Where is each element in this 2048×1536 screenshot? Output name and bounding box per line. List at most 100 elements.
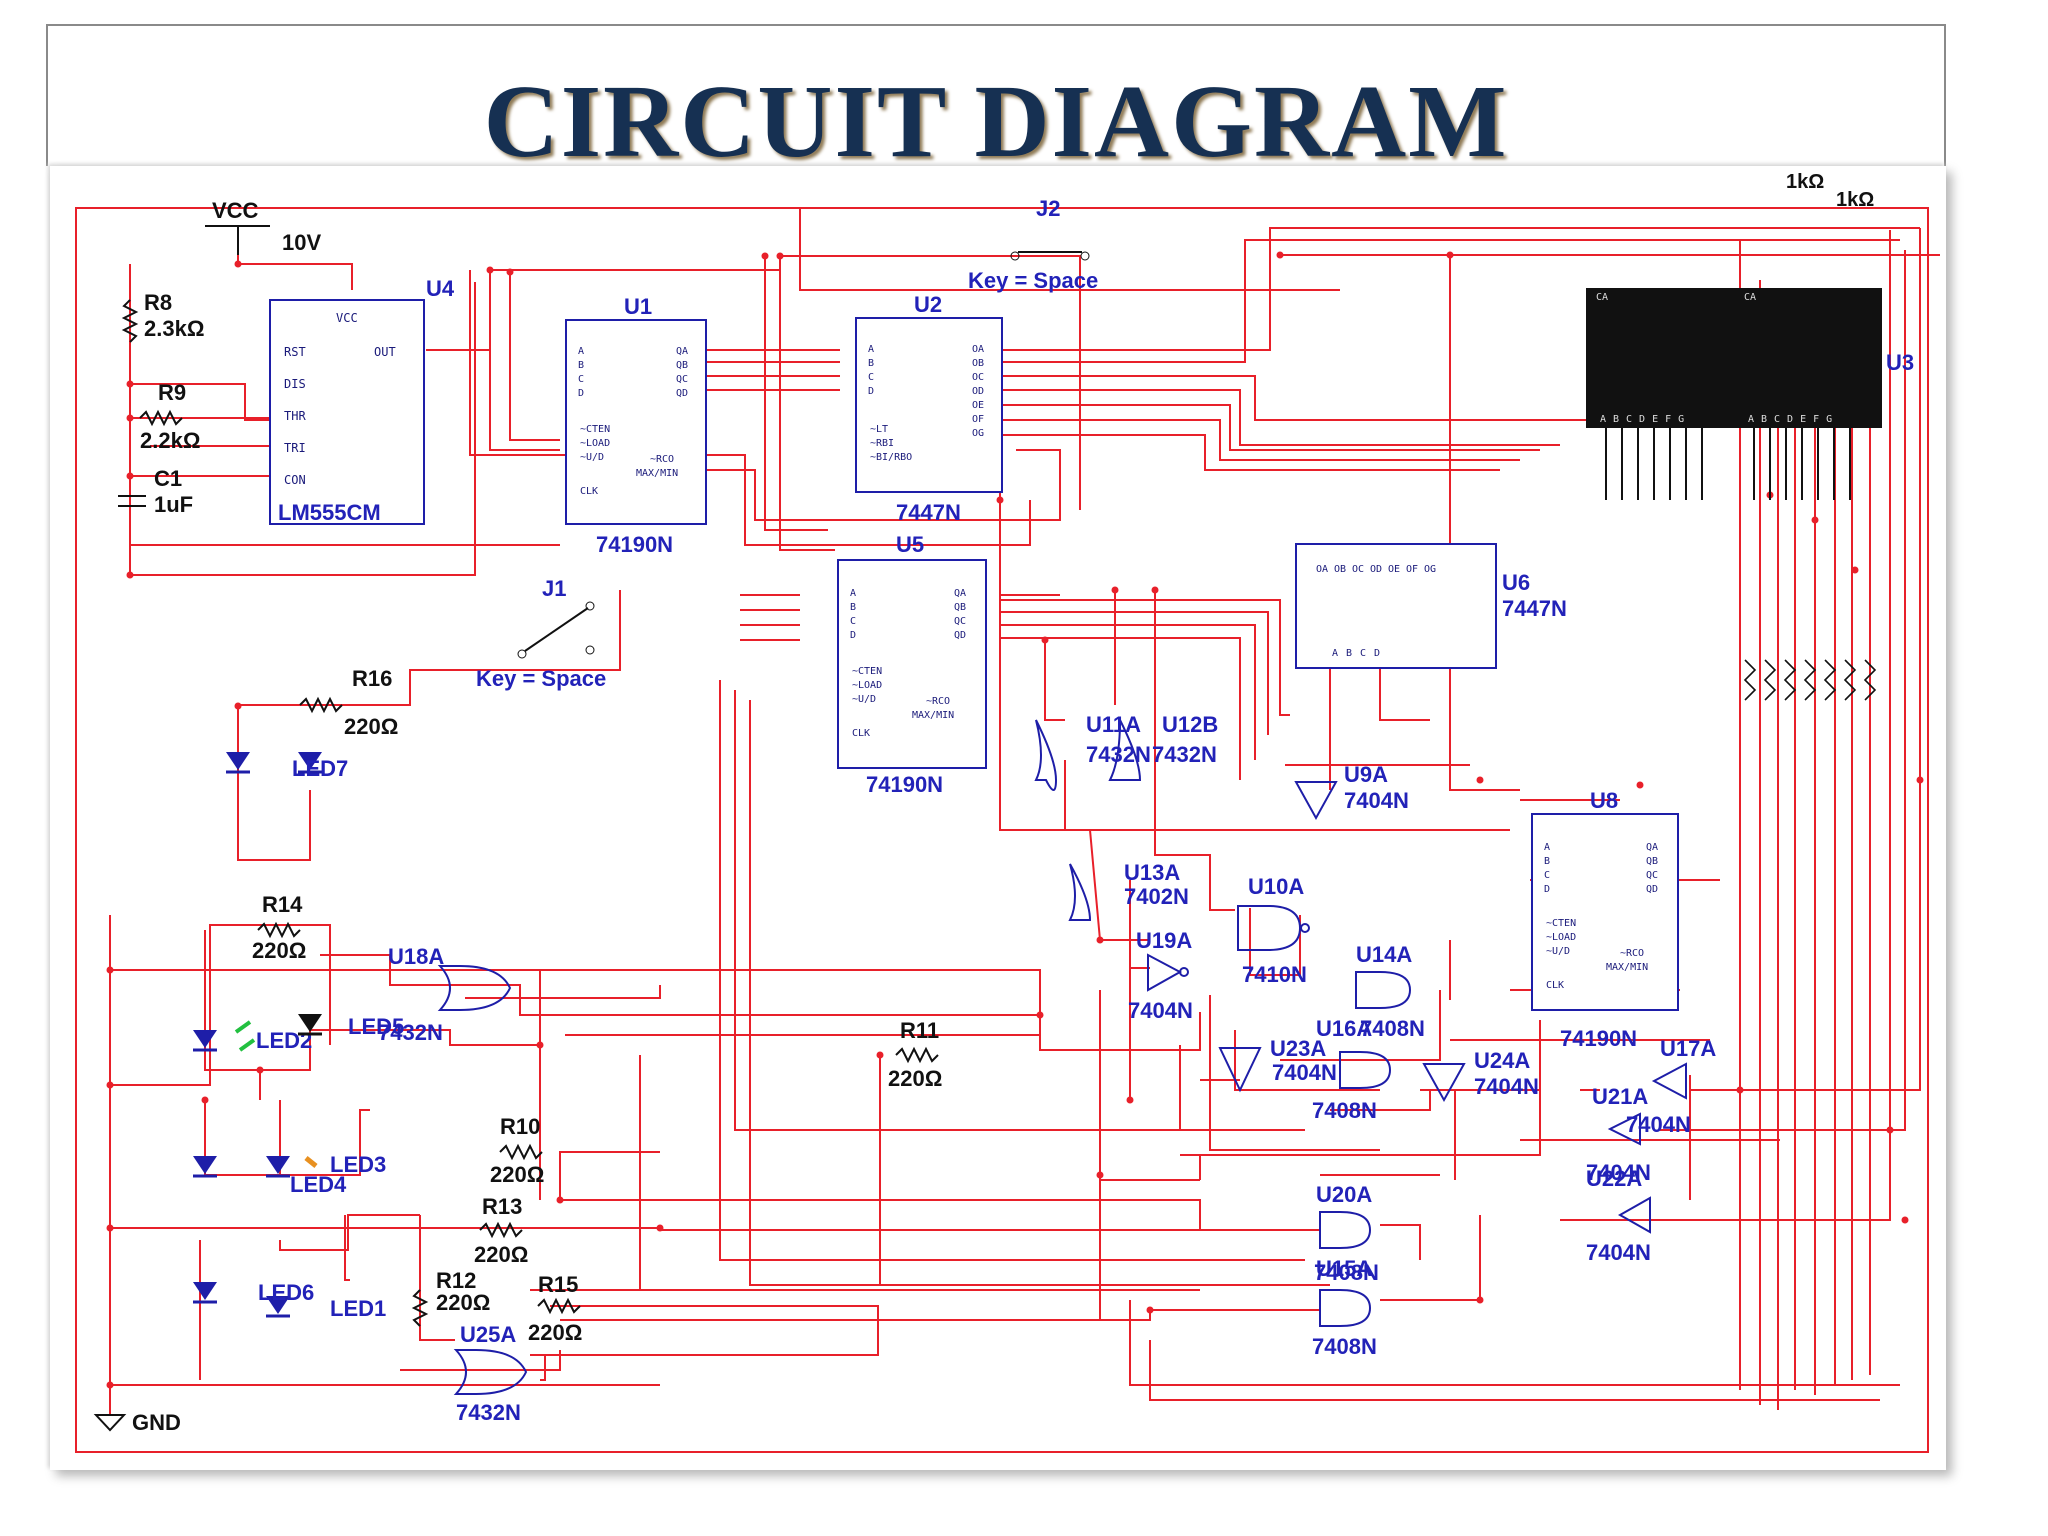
svg-text:U12B: U12B bbox=[1162, 712, 1218, 737]
svg-text:~U/D: ~U/D bbox=[852, 694, 876, 705]
svg-text:QD: QD bbox=[1646, 884, 1658, 895]
decoder-u2: U2 7447N A B C D ~LT ~RBI ~BI/RBO OA OB … bbox=[855, 292, 1003, 525]
counter-u5: U5 74190N A B C D ~CTEN ~LOAD ~U/D CLK Q… bbox=[837, 532, 987, 797]
svg-text:7432N: 7432N bbox=[456, 1400, 521, 1425]
resistor-r16: R16 220Ω bbox=[299, 666, 398, 739]
schematic-sheet: VCC 10V GND R8 2.3kΩ R9 2.2kΩ C1 1uF U4 … bbox=[50, 166, 1946, 1470]
svg-text:7432N: 7432N bbox=[1086, 742, 1151, 767]
svg-text:OA: OA bbox=[972, 344, 984, 355]
svg-text:MAX/MIN: MAX/MIN bbox=[636, 468, 678, 479]
svg-text:A: A bbox=[868, 344, 874, 355]
svg-text:U10A: U10A bbox=[1248, 874, 1304, 899]
resistor-r13: R13 220Ω bbox=[474, 1194, 528, 1267]
svg-text:7408N: 7408N bbox=[1312, 1334, 1377, 1359]
svg-text:7432N: 7432N bbox=[378, 1020, 443, 1045]
svg-text:R8: R8 bbox=[144, 290, 172, 315]
logic-gates bbox=[437, 719, 1687, 1395]
svg-text:OB: OB bbox=[972, 358, 984, 369]
svg-text:7404N: 7404N bbox=[1272, 1060, 1337, 1085]
svg-text:Key = Space: Key = Space bbox=[476, 666, 606, 691]
led-icon bbox=[193, 1282, 217, 1304]
and-gate-u20a bbox=[1319, 1211, 1372, 1249]
switch-j2[interactable]: J2 Key = Space bbox=[968, 196, 1098, 293]
svg-text:7404N: 7404N bbox=[1586, 1160, 1651, 1185]
svg-text:QA: QA bbox=[954, 588, 966, 599]
svg-text:D: D bbox=[1544, 884, 1550, 895]
svg-text:QC: QC bbox=[954, 616, 966, 627]
svg-text:7408N: 7408N bbox=[1312, 1098, 1377, 1123]
resistor-r10: R10 220Ω bbox=[490, 1114, 544, 1187]
resistor-network-value: 1kΩ bbox=[1786, 171, 1824, 193]
svg-text:~RBI: ~RBI bbox=[870, 438, 894, 449]
svg-text:~LOAD: ~LOAD bbox=[1546, 932, 1576, 943]
svg-text:~BI/RBO: ~BI/RBO bbox=[870, 452, 912, 463]
svg-text:~CTEN: ~CTEN bbox=[1546, 918, 1576, 929]
svg-text:A: A bbox=[850, 588, 856, 599]
svg-text:TRI: TRI bbox=[284, 441, 306, 455]
svg-text:CLK: CLK bbox=[852, 728, 870, 739]
svg-text:B: B bbox=[1544, 856, 1550, 867]
svg-text:U23A: U23A bbox=[1270, 1036, 1326, 1061]
svg-text:7408N: 7408N bbox=[1360, 1016, 1425, 1041]
svg-text:B: B bbox=[1346, 648, 1352, 659]
svg-text:U15A: U15A bbox=[1316, 1256, 1372, 1281]
svg-text:OF: OF bbox=[1406, 564, 1418, 575]
svg-text:LED4: LED4 bbox=[290, 1172, 347, 1197]
svg-text:MAX/MIN: MAX/MIN bbox=[1606, 962, 1648, 973]
svg-text:LED5: LED5 bbox=[348, 1014, 404, 1039]
or-gate-u18a bbox=[437, 965, 512, 1011]
svg-text:RST: RST bbox=[284, 345, 306, 359]
display-digit-2 bbox=[1734, 288, 1882, 428]
resistor-network bbox=[1743, 659, 1877, 701]
svg-text:U18A: U18A bbox=[388, 944, 444, 969]
svg-text:7410N: 7410N bbox=[1242, 962, 1307, 987]
svg-text:74190N: 74190N bbox=[1560, 1026, 1637, 1051]
svg-text:QC: QC bbox=[676, 374, 688, 385]
svg-text:LED1: LED1 bbox=[330, 1296, 386, 1321]
title-frame: CIRCUIT DIAGRAM bbox=[46, 24, 1946, 179]
svg-text:D: D bbox=[1374, 648, 1380, 659]
resistor-r11: R11 220Ω bbox=[888, 1018, 942, 1091]
svg-text:U22A: U22A bbox=[1586, 1166, 1642, 1191]
resistor-r15: R15 220Ω bbox=[528, 1272, 582, 1345]
led-icon bbox=[193, 1156, 217, 1178]
svg-text:2.3kΩ: 2.3kΩ bbox=[144, 316, 204, 341]
svg-text:U17A: U17A bbox=[1660, 1036, 1716, 1061]
svg-text:A: A bbox=[1544, 842, 1550, 853]
display-u3: CA CA ABCDEFG ABCDEFG U3 1kΩ 1kΩ bbox=[1586, 171, 1914, 500]
timer-u4: U4 LM555CM RST DIS THR TRI CON OUT VCC bbox=[269, 276, 455, 525]
svg-text:B: B bbox=[868, 358, 874, 369]
vcc-label: VCC bbox=[212, 198, 259, 223]
counter-u1: U1 74190N A B C D ~CTEN ~LOAD ~U/D CLK Q… bbox=[565, 294, 707, 557]
svg-text:J1: J1 bbox=[542, 576, 566, 601]
svg-text:THR: THR bbox=[284, 409, 306, 423]
capacitor-c1: C1 1uF bbox=[118, 466, 193, 517]
inverter-u22a bbox=[1617, 1196, 1651, 1234]
svg-text:7404N: 7404N bbox=[1586, 1240, 1651, 1265]
svg-text:Key = Space: Key = Space bbox=[968, 268, 1098, 293]
svg-text:U2: U2 bbox=[914, 292, 942, 317]
svg-text:7447N: 7447N bbox=[1502, 596, 1567, 621]
svg-text:~LT: ~LT bbox=[870, 424, 888, 435]
svg-text:R14: R14 bbox=[262, 892, 303, 917]
svg-text:U9A: U9A bbox=[1344, 762, 1388, 787]
svg-text:U3: U3 bbox=[1886, 350, 1914, 375]
wire-vcc-rail bbox=[76, 207, 1340, 291]
svg-text:QD: QD bbox=[676, 388, 688, 399]
svg-text:~RCO: ~RCO bbox=[650, 454, 674, 465]
svg-text:C: C bbox=[850, 616, 856, 627]
svg-text:U5: U5 bbox=[896, 532, 924, 557]
junctions bbox=[106, 251, 1924, 1389]
svg-text:OUT: OUT bbox=[374, 345, 396, 359]
svg-text:220Ω: 220Ω bbox=[888, 1066, 942, 1091]
svg-text:U19A: U19A bbox=[1136, 928, 1192, 953]
resistor-r8: R8 2.3kΩ bbox=[121, 290, 204, 343]
gnd-symbol: GND bbox=[93, 1410, 181, 1435]
svg-text:~RCO: ~RCO bbox=[926, 696, 950, 707]
svg-text:R15: R15 bbox=[538, 1272, 578, 1297]
switch-j1[interactable]: J1 Key = Space bbox=[476, 576, 606, 691]
resistor-r14: R14 220Ω bbox=[252, 892, 306, 963]
svg-text:R10: R10 bbox=[500, 1114, 540, 1139]
svg-text:C: C bbox=[1544, 870, 1550, 881]
svg-text:C: C bbox=[1360, 648, 1366, 659]
